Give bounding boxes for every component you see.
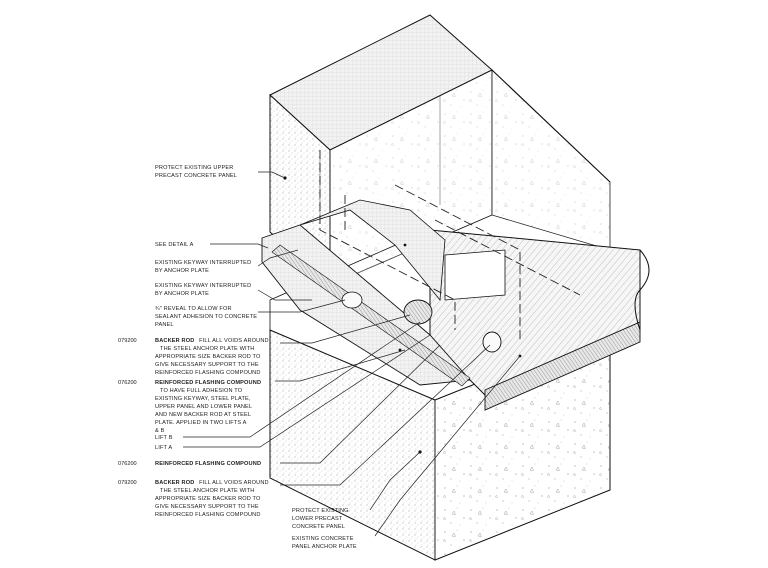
annotation-see-detail: SEE DETAIL A <box>155 242 194 248</box>
hidden-lines <box>319 150 581 340</box>
annotation-line: GIVE NECESSARY SUPPORT TO THE <box>155 504 259 510</box>
svg-text:LOWER PRECAST: LOWER PRECAST <box>292 516 343 522</box>
annotation-upper-panel: PROTECT EXISTING UPPER PRECAST CONCRETE … <box>155 165 237 179</box>
annotation-title: REINFORCED FLASHING COMPOUND <box>155 380 261 386</box>
svg-text:PANEL ANCHOR PLATE: PANEL ANCHOR PLATE <box>292 544 357 550</box>
annotation-flashing-2: 076200 REINFORCED FLASHING COMPOUND <box>118 461 261 467</box>
svg-text:THE STEEL ANCHOR PLATE WITH: THE STEEL ANCHOR PLATE WITH <box>160 346 255 352</box>
svg-text:PLATE. APPLIED IN TWO LIFTS A: PLATE. APPLIED IN TWO LIFTS A <box>155 420 247 426</box>
svg-text:REINFORCED FLASHING COMPOUND: REINFORCED FLASHING COMPOUND <box>155 380 261 386</box>
svg-text:BY ANCHOR PLATE: BY ANCHOR PLATE <box>155 268 209 274</box>
annotation-line: EXISTING KEYWAY INTERRUPTED <box>155 283 251 289</box>
steel-anchor-plate <box>429 229 650 411</box>
svg-text:PROTECT EXISTING UPPER: PROTECT EXISTING UPPER <box>155 165 233 171</box>
annotation-flashing-1: 076200 REINFORCED FLASHING COMPOUND TO H… <box>118 380 261 434</box>
spec-number: 079200 <box>118 480 137 486</box>
svg-text:REINFORCED FLASHING COMPOUND: REINFORCED FLASHING COMPOUND <box>155 461 261 467</box>
svg-text:CONCRETE PANEL: CONCRETE PANEL <box>292 524 345 530</box>
annotation-line: LIFT A <box>155 445 172 451</box>
annotation-line: ¾" REVEAL TO ALLOW FOR <box>155 306 232 312</box>
annotation-line: AND NEW BACKER ROD AT STEEL <box>155 412 251 418</box>
annotation-line: SEE DETAIL A <box>155 242 194 248</box>
annotation-line: REINFORCED FLASHING COMPOUND <box>155 370 261 376</box>
svg-text:EXISTING KEYWAY INTERRUPTED: EXISTING KEYWAY INTERRUPTED <box>155 260 251 266</box>
svg-text:APPROPRIATE SIZE BACKER ROD TO: APPROPRIATE SIZE BACKER ROD TO <box>155 496 261 502</box>
annotation-line: FILL ALL VOIDS AROUND <box>199 480 269 486</box>
svg-text:PROTECT EXISTING: PROTECT EXISTING <box>292 508 349 514</box>
annotation-line: BY ANCHOR PLATE <box>155 268 209 274</box>
annotation-line: & B <box>155 428 165 434</box>
annotation-line: PLATE. APPLIED IN TWO LIFTS A <box>155 420 247 426</box>
annotation-line: PRECAST CONCRETE PANEL <box>155 173 237 179</box>
spec-number: 076200 <box>118 380 137 386</box>
svg-text:UPPER PANEL AND LOWER PANEL: UPPER PANEL AND LOWER PANEL <box>155 404 252 410</box>
svg-text:REINFORCED FLASHING COMPOUND: REINFORCED FLASHING COMPOUND <box>155 512 261 518</box>
svg-text:SEALANT ADHESION TO CONCRETE: SEALANT ADHESION TO CONCRETE <box>155 314 257 320</box>
svg-text:EXISTING KEYWAY INTERRUPTED: EXISTING KEYWAY INTERRUPTED <box>155 283 251 289</box>
svg-text:EXISTING CONCRETE: EXISTING CONCRETE <box>292 536 354 542</box>
annotation-anchor-plate: EXISTING CONCRETE PANEL ANCHOR PLATE <box>292 536 357 550</box>
annotation-line: LOWER PRECAST <box>292 516 343 522</box>
annotation-line: APPROPRIATE SIZE BACKER ROD TO <box>155 496 261 502</box>
annotation-backer-rod-1: 079200 BACKER ROD FILL ALL VOIDS AROUND … <box>118 338 269 376</box>
svg-text:BACKER ROD FILL ALL VOID: BACKER ROD FILL ALL VOIDS AROUND <box>155 338 269 344</box>
svg-text:EXISTING KEYWAY, STEEL PLATE,: EXISTING KEYWAY, STEEL PLATE, <box>155 396 251 402</box>
annotation-line: TO HAVE FULL ADHESION TO <box>160 388 243 394</box>
svg-text:THE STEEL ANCHOR PLATE WITH: THE STEEL ANCHOR PLATE WITH <box>160 488 255 494</box>
svg-text:PANEL: PANEL <box>155 322 174 328</box>
annotation-line: EXISTING KEYWAY INTERRUPTED <box>155 260 251 266</box>
annotation-line: PROTECT EXISTING <box>292 508 349 514</box>
svg-text:¾" REVEAL TO ALLOW FOR: ¾" REVEAL TO ALLOW FOR <box>155 306 232 312</box>
svg-text:AND NEW BACKER ROD AT STEEL: AND NEW BACKER ROD AT STEEL <box>155 412 251 418</box>
annotation-line: APPROPRIATE SIZE BACKER ROD TO <box>155 354 261 360</box>
annotation-line: BY ANCHOR PLATE <box>155 291 209 297</box>
svg-text:GIVE NECESSARY SUPPORT TO THE: GIVE NECESSARY SUPPORT TO THE <box>155 504 259 510</box>
svg-text:GIVE NECESSARY SUPPORT TO THE: GIVE NECESSARY SUPPORT TO THE <box>155 362 259 368</box>
svg-text:PRECAST CONCRETE PANEL: PRECAST CONCRETE PANEL <box>155 173 237 179</box>
annotation-keyway-2: EXISTING KEYWAY INTERRUPTED BY ANCHOR PL… <box>155 283 251 297</box>
annotation-lower-panel: PROTECT EXISTING LOWER PRECAST CONCRETE … <box>292 508 349 530</box>
svg-text:TO HAVE FULL ADHESION TO: TO HAVE FULL ADHESION TO <box>160 388 243 394</box>
annotation-line: REINFORCED FLASHING COMPOUND <box>155 512 261 518</box>
annotation-reveal: ¾" REVEAL TO ALLOW FOR SEALANT ADHESION … <box>155 306 257 328</box>
annotation-line: EXISTING CONCRETE <box>292 536 354 542</box>
spec-number: 076200 <box>118 461 137 467</box>
spec-number: 079200 <box>118 338 137 344</box>
annotation-line: EXISTING KEYWAY, STEEL PLATE, <box>155 396 251 402</box>
svg-text:REINFORCED FLASHING COMPOUND: REINFORCED FLASHING COMPOUND <box>155 370 261 376</box>
svg-text:BACKER ROD FILL ALL VOID: BACKER ROD FILL ALL VOIDS AROUND <box>155 480 269 486</box>
annotation-line: GIVE NECESSARY SUPPORT TO THE <box>155 362 259 368</box>
annotation-title: BACKER ROD <box>155 480 194 486</box>
annotation-line: UPPER PANEL AND LOWER PANEL <box>155 404 252 410</box>
annotation-lift-a: LIFT A <box>155 445 172 451</box>
annotation-line: THE STEEL ANCHOR PLATE WITH <box>160 346 255 352</box>
annotation-line: PROTECT EXISTING UPPER <box>155 165 233 171</box>
annotation-line: FILL ALL VOIDS AROUND <box>199 338 269 344</box>
annotation-title: BACKER ROD <box>155 338 194 344</box>
annotation-line: PANEL ANCHOR PLATE <box>292 544 357 550</box>
annotation-line: LIFT B <box>155 435 173 441</box>
annotation-line: CONCRETE PANEL <box>292 524 345 530</box>
svg-text:& B: & B <box>155 428 165 434</box>
svg-text:SEE DETAIL A: SEE DETAIL A <box>155 242 194 248</box>
flashing-compound-body <box>261 199 502 387</box>
annotation-line: SEALANT ADHESION TO CONCRETE <box>155 314 257 320</box>
svg-text:APPROPRIATE SIZE BACKER ROD TO: APPROPRIATE SIZE BACKER ROD TO <box>155 354 261 360</box>
svg-text:BY ANCHOR PLATE: BY ANCHOR PLATE <box>155 291 209 297</box>
leader-lines <box>183 171 521 537</box>
annotation-line: THE STEEL ANCHOR PLATE WITH <box>160 488 255 494</box>
annotation-keyway-1: EXISTING KEYWAY INTERRUPTED BY ANCHOR PL… <box>155 260 251 274</box>
annotation-title: REINFORCED FLASHING COMPOUND <box>155 461 261 467</box>
annotation-line: PANEL <box>155 322 174 328</box>
annotation-lift-b: LIFT B <box>155 435 173 441</box>
annotation-backer-rod-2: 079200 BACKER ROD FILL ALL VOIDS AROUND … <box>118 480 269 518</box>
